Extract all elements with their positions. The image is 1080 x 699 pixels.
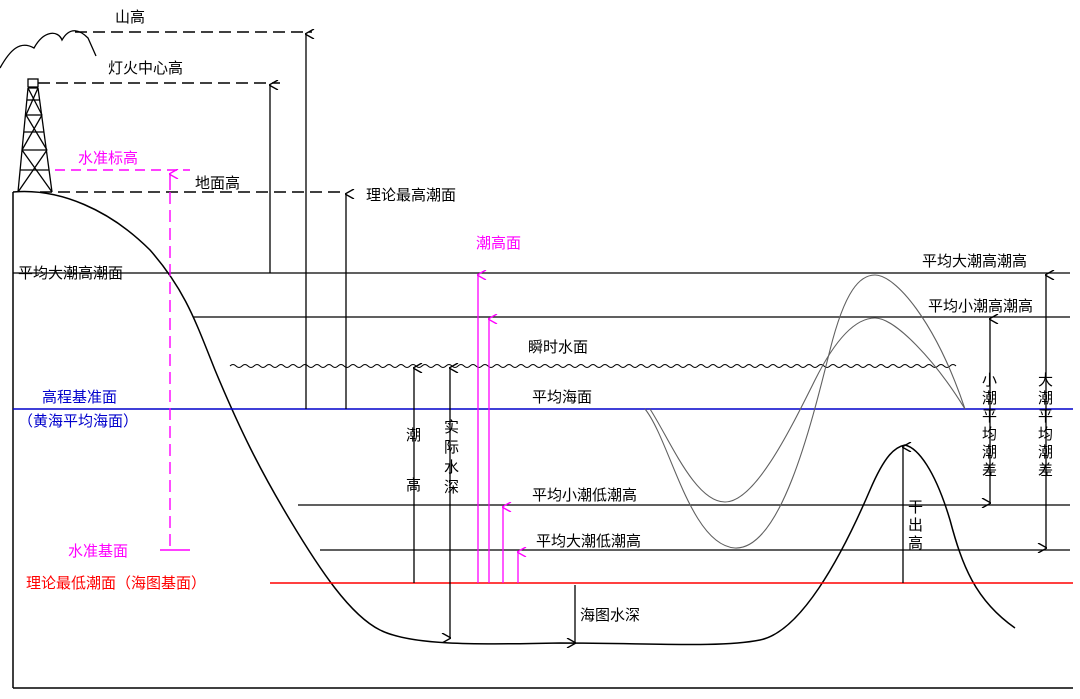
label-neap-range-v3: 平 bbox=[982, 407, 997, 425]
label-mean-sea-level: 平均海面 bbox=[532, 388, 592, 406]
label-tide-height-v1: 潮 bbox=[406, 426, 421, 444]
label-mhws-left: 平均大潮高潮面 bbox=[18, 264, 123, 282]
label-actual-depth-v2: 际 bbox=[444, 438, 459, 456]
label-neap-range-v1: 小 bbox=[982, 371, 997, 389]
reference-planes bbox=[13, 272, 1073, 584]
height-guides bbox=[38, 31, 340, 193]
label-drying-height-v3: 高 bbox=[908, 534, 923, 552]
leveling-guides bbox=[55, 170, 190, 551]
label-ground-height: 地面高 bbox=[195, 174, 240, 192]
label-drying-height-v1: 干 bbox=[908, 498, 923, 516]
mountain-icon bbox=[0, 30, 97, 69]
label-elevation-datum-note: （黄海平均海面） bbox=[18, 412, 138, 430]
label-neap-range-v6: 差 bbox=[982, 461, 997, 479]
label-spring-range-v3: 平 bbox=[1038, 407, 1053, 425]
label-light-center-height: 灯火中心高 bbox=[108, 59, 183, 77]
label-benchmark-height: 水准标高 bbox=[78, 149, 138, 167]
label-tide-height-v2: 高 bbox=[406, 476, 421, 494]
label-chart-datum: 理论最低潮面（海图基面） bbox=[26, 574, 206, 592]
instant-water-surface-line bbox=[229, 364, 957, 368]
label-neap-range-v5: 潮 bbox=[982, 443, 997, 461]
lighthouse-icon bbox=[17, 78, 53, 193]
label-neap-range-v4: 均 bbox=[982, 425, 997, 443]
label-instant-water-surface: 瞬时水面 bbox=[528, 338, 588, 356]
label-actual-depth-v3: 水 bbox=[444, 458, 459, 476]
label-mlwn: 平均小潮低潮高 bbox=[532, 486, 637, 504]
label-theoretical-highest-tide: 理论最高潮面 bbox=[366, 186, 456, 204]
label-neap-range-v2: 潮 bbox=[982, 389, 997, 407]
label-spring-range-v1: 大 bbox=[1038, 371, 1053, 389]
label-spring-range-v4: 均 bbox=[1038, 425, 1053, 443]
tide-curves bbox=[644, 274, 966, 549]
label-mhwn-right: 平均小潮高潮高 bbox=[928, 297, 1033, 315]
label-tide-height-plane: 潮高面 bbox=[476, 234, 521, 252]
label-spring-range-v6: 差 bbox=[1038, 461, 1053, 479]
tide-height-arrows bbox=[478, 275, 518, 583]
label-drying-height-v2: 出 bbox=[908, 516, 923, 534]
label-mhws-right: 平均大潮高潮高 bbox=[922, 252, 1027, 270]
terrain bbox=[12, 190, 1073, 689]
label-actual-depth-v4: 深 bbox=[444, 478, 459, 496]
label-spring-range-v5: 潮 bbox=[1038, 443, 1053, 461]
label-elevation-datum: 高程基准面 bbox=[42, 388, 117, 406]
label-mlws: 平均大潮低潮高 bbox=[536, 532, 641, 550]
label-spring-range-v2: 潮 bbox=[1038, 389, 1053, 407]
height-arrows bbox=[270, 34, 1046, 643]
label-actual-depth-v1: 实 bbox=[444, 418, 459, 436]
label-leveling-datum: 水准基面 bbox=[68, 542, 128, 560]
label-mountain-height: 山高 bbox=[115, 8, 145, 26]
label-chart-depth: 海图水深 bbox=[580, 606, 640, 624]
